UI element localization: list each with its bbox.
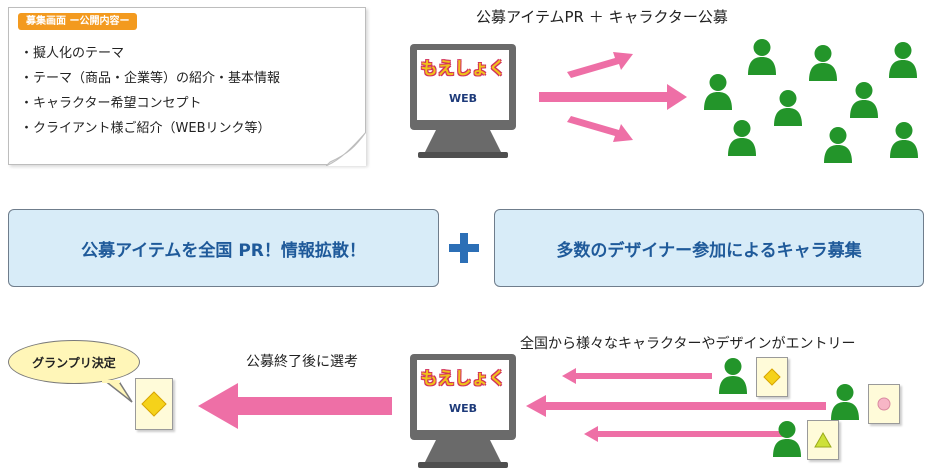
list-item: キャラクター希望コンセプト: [20, 91, 280, 116]
entry-arrows: [526, 368, 826, 442]
moeshoku-logo: もえしょく: [420, 369, 506, 389]
list-item: 擬人化のテーマ: [20, 41, 280, 66]
list-item: テーマ（商品・企業等）の紹介・基本情報: [20, 66, 280, 91]
diamond-icon: [763, 368, 781, 386]
grand-prix-balloon: グランプリ決定: [8, 340, 140, 384]
participant-person-icon: [808, 44, 838, 82]
selection-label: 公募終了後に選考: [246, 354, 358, 370]
participant-person-icon: [747, 38, 777, 76]
banner-designer-recruit: 多数のデザイナー参加によるキャラ募集: [494, 209, 924, 287]
participant-person-icon: [727, 119, 757, 157]
entry-design-card: [868, 384, 900, 424]
entrant-person-icon: [830, 383, 860, 421]
participant-person-icon: [773, 89, 803, 127]
balloon-tail: [102, 380, 133, 403]
entry-heading: 全国から様々なキャラクターやデザインがエントリー: [520, 336, 856, 352]
participant-person-icon: [849, 81, 879, 119]
web-monitor-bottom: もえしょく WEB: [408, 352, 518, 469]
participant-person-icon: [888, 41, 918, 79]
moeshoku-logo: もえしょく: [420, 59, 506, 79]
web-monitor-top: もえしょく WEB: [408, 42, 518, 159]
participant-person-icon: [703, 73, 733, 111]
plus-icon: [449, 233, 479, 263]
participant-person-icon: [889, 121, 919, 159]
triangle-icon: [814, 431, 832, 448]
participant-person-icon: [823, 126, 853, 164]
public-content-list: 擬人化のテーマ テーマ（商品・企業等）の紹介・基本情報 キャラクター希望コンセプ…: [20, 41, 280, 141]
spread-arrows: [539, 52, 687, 142]
web-label: WEB: [448, 402, 478, 415]
list-item: クライアント様ご紹介（WEBリンク等）: [20, 116, 280, 141]
top-heading: 公募アイテムPR ＋ キャラクター公募: [476, 8, 728, 26]
web-label: WEB: [448, 92, 478, 105]
diamond-icon: [141, 391, 167, 417]
winning-design-card: [135, 378, 173, 430]
recruit-screen-tag: 募集画面 ー公開内容ー: [18, 13, 138, 30]
page-curl-corner: [326, 132, 366, 166]
entrant-person-icon: [718, 357, 748, 395]
banner-nationwide-pr: 公募アイテムを全国 PR！情報拡散！: [8, 209, 439, 287]
entrant-person-icon: [772, 420, 802, 458]
circle-icon: [877, 397, 891, 411]
entry-design-card: [807, 420, 839, 460]
entry-design-card: [756, 357, 788, 397]
selection-arrow: [198, 383, 392, 429]
